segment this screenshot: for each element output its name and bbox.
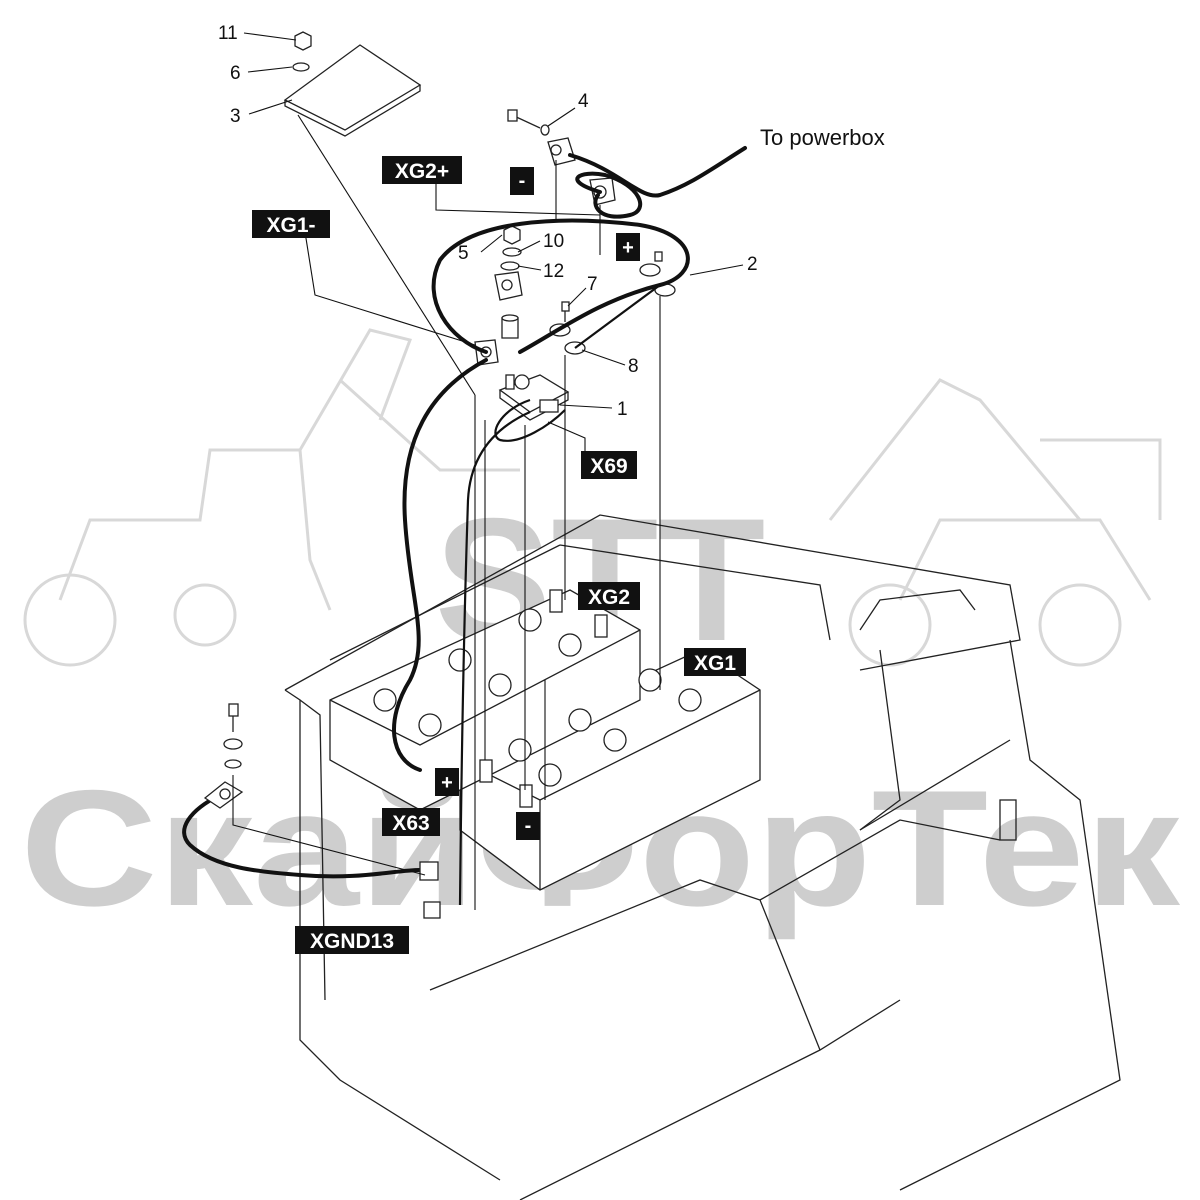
svg-text:-: - [525, 815, 532, 837]
callout-2: 2 [747, 254, 758, 275]
svg-text:XG2+: XG2+ [395, 160, 449, 183]
svg-text:XG1-: XG1- [266, 214, 315, 237]
tag-xg2-plus: XG2+ [382, 156, 462, 184]
cable-x69 [458, 410, 531, 906]
cable-x69-loop [494, 398, 566, 442]
svg-text:X63: X63 [392, 812, 429, 835]
polarity-marks: - + + - [435, 167, 640, 840]
washer-part-6 [292, 62, 310, 72]
cable-down-to-battery [392, 358, 488, 772]
plus-sign-battery-icon: + [435, 768, 459, 796]
cables [182, 146, 747, 906]
tag-x63: X63 [382, 808, 440, 836]
battery-compartment-frame [284, 514, 1121, 1200]
plus-sign-top-icon: + [616, 233, 640, 261]
callouts: 11 6 3 4 5 10 12 7 2 8 1 [218, 23, 758, 420]
nut-part-5 [503, 225, 521, 245]
svg-text:XGND13: XGND13 [310, 930, 394, 953]
watermark-excavator-right-icon [828, 378, 1162, 667]
callout-5: 5 [458, 243, 469, 264]
minus-sign-top-icon: - [510, 167, 534, 195]
callout-8: 8 [628, 356, 639, 377]
terminal-clamp-upper [494, 271, 523, 301]
callout-12: 12 [543, 261, 564, 282]
tag-xgnd13: XGND13 [295, 926, 409, 954]
svg-text:-: - [519, 170, 526, 192]
callout-6: 6 [230, 63, 241, 84]
callout-3: 3 [230, 106, 241, 127]
cable-clamp-link [574, 284, 661, 349]
cover-plate-part-3 [283, 44, 422, 137]
leader-lines [232, 32, 744, 910]
nut-part-11 [294, 31, 312, 51]
terminal-clamp-part-1 [498, 374, 570, 421]
tag-xg1: XG1 [684, 648, 746, 676]
callout-4: 4 [578, 91, 589, 112]
svg-text:X69: X69 [590, 455, 627, 478]
cable-lug-top [547, 137, 576, 166]
screw-part-4 [507, 109, 550, 136]
screw-part-7 [561, 301, 570, 322]
washer-part-12 [500, 261, 520, 271]
svg-text:+: + [441, 772, 453, 794]
minus-sign-battery-icon: - [516, 812, 540, 840]
svg-text:XG1: XG1 [694, 652, 736, 675]
callout-10: 10 [543, 231, 564, 252]
svg-text:XG2: XG2 [588, 586, 630, 609]
watermark-tractor-left-icon [23, 328, 520, 667]
cable-xg1-minus-main [431, 218, 690, 354]
cable-ground-xgnd13 [182, 793, 422, 879]
bushing [501, 314, 519, 339]
tag-xg2: XG2 [578, 582, 640, 610]
callout-1: 1 [617, 399, 628, 420]
cable-to-powerbox [568, 146, 747, 198]
lock-washer-part-10 [502, 247, 522, 257]
clamp-part-8 [549, 323, 586, 355]
connector-tags: XG2+ XG1- X69 XG2 XG1 X63 XGND13 [252, 156, 746, 954]
callout-11: 11 [218, 23, 238, 44]
battery-terminals [479, 589, 608, 808]
tag-x69: X69 [581, 451, 637, 479]
callout-7: 7 [587, 274, 598, 295]
tag-xg1-minus: XG1- [252, 210, 330, 238]
svg-text:+: + [622, 237, 634, 259]
to-powerbox-label: To powerbox [760, 125, 885, 150]
cable-plus-loop [575, 171, 643, 219]
